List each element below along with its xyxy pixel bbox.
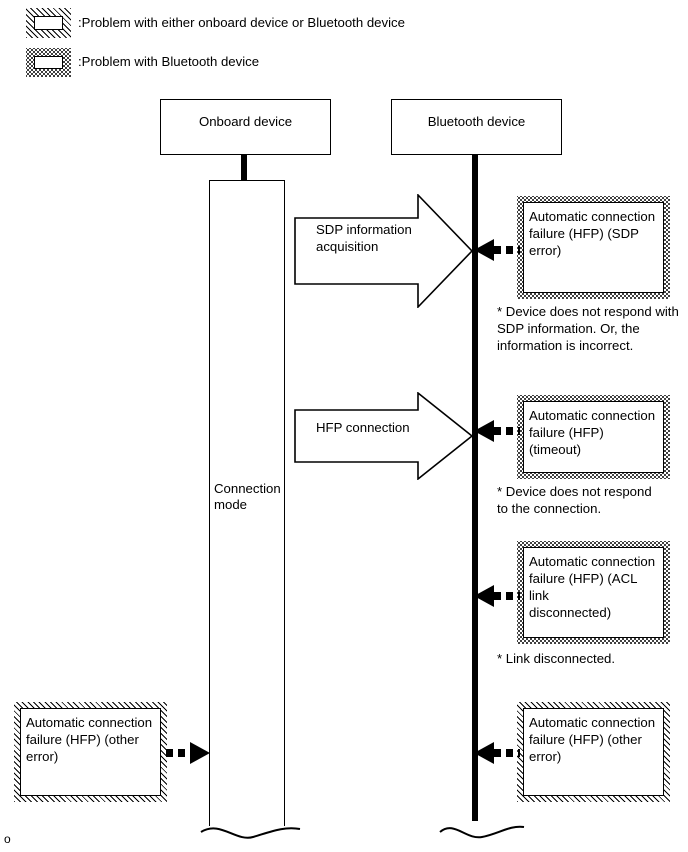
error-box-sdp-error-text: Automatic connection failure (HFP) (SDP … <box>523 202 664 293</box>
lifeline-header-onboard-device-label: Onboard device <box>198 114 293 129</box>
legend-swatch-dotted <box>26 48 71 77</box>
dashed-arrow-other-error-right <box>474 740 522 766</box>
dashed-arrow-acl-link-disconnected <box>474 583 522 609</box>
corner-mark: o <box>4 832 11 846</box>
error-box-other-right-line3: error) <box>529 749 562 764</box>
note-timeout-line1: * Device does not respond <box>497 484 652 499</box>
error-box-other-left-line3: error) <box>26 749 59 764</box>
legend-label-dotted: :Problem with Bluetooth device <box>78 54 260 69</box>
activation-label-line2: mode <box>214 497 247 512</box>
note-acl-link: * Link disconnected. <box>497 650 687 667</box>
dashed-arrow-timeout <box>474 418 522 444</box>
error-box-other-left-line2: failure (HFP) (other <box>26 732 139 747</box>
error-box-other-error-right-text: Automatic connection failure (HFP) (othe… <box>523 708 664 796</box>
legend-label-hatched: :Problem with either onboard device or B… <box>78 15 405 30</box>
message-arrow-sdp-label: SDP information acquisition <box>316 221 426 255</box>
note-sdp-line2: SDP information. Or, the <box>497 321 640 336</box>
note-sdp-line1: * Device does not respond with <box>497 304 679 319</box>
note-sdp-line3: information is incorrect. <box>497 338 634 353</box>
error-box-other-error-left-text: Automatic connection failure (HFP) (othe… <box>20 708 161 796</box>
lifeline-header-bluetooth-device-label: Bluetooth device <box>427 114 526 129</box>
error-box-acl-line3: disconnected) <box>529 605 612 620</box>
error-box-sdp-line1: Automatic connection <box>529 209 656 224</box>
dashed-arrow-sdp-error <box>474 237 522 263</box>
error-box-other-error-right[interactable]: Automatic connection failure (HFP) (othe… <box>517 702 670 802</box>
error-box-acl-text: Automatic connection failure (HFP) (ACL … <box>523 547 664 638</box>
error-box-acl-line1: Automatic connection <box>529 554 656 569</box>
activation-label-line1: Connection <box>214 481 281 496</box>
bluetooth-lifeline <box>472 155 478 821</box>
onboard-lifeline-stub <box>241 155 247 181</box>
error-box-timeout-text: Automatic connection failure (HFP) (time… <box>523 401 664 473</box>
legend-swatch-dotted-inner <box>34 56 63 69</box>
lifeline-header-onboard-device[interactable]: Onboard device <box>160 99 331 155</box>
activation-bar-connection-mode[interactable] <box>209 180 285 826</box>
bluetooth-lifeline-break-wave <box>432 812 532 846</box>
error-box-sdp-line2: failure (HFP) (SDP <box>529 226 639 241</box>
error-box-other-right-line1: Automatic connection <box>529 715 656 730</box>
message-arrow-hfp-label: HFP connection <box>316 419 436 436</box>
error-box-timeout[interactable]: Automatic connection failure (HFP) (time… <box>517 395 670 479</box>
activation-bar-connection-mode-label: Connection mode <box>214 481 284 513</box>
activation-bar-break-wave <box>196 812 306 846</box>
legend-swatch-hatched <box>26 8 71 38</box>
note-sdp-information: * Device does not respond with SDP infor… <box>497 303 687 354</box>
message-sdp-line1: SDP information <box>316 222 412 237</box>
error-box-timeout-line2: failure (HFP) (timeout) <box>529 425 604 457</box>
note-timeout-line2: to the connection. <box>497 501 602 516</box>
note-acl-line1: * Link disconnected. <box>497 651 616 666</box>
error-box-timeout-line1: Automatic connection <box>529 408 656 423</box>
error-box-sdp-line3: error) <box>529 243 562 258</box>
message-arrow-sdp-information-acquisition[interactable]: SDP information acquisition <box>294 194 474 308</box>
lifeline-header-bluetooth-device[interactable]: Bluetooth device <box>391 99 562 155</box>
message-sdp-line2: acquisition <box>316 239 379 254</box>
message-hfp-line1: HFP connection <box>316 420 410 435</box>
error-box-acl-link-disconnected[interactable]: Automatic connection failure (HFP) (ACL … <box>517 541 670 644</box>
note-timeout: * Device does not respond to the connect… <box>497 483 687 517</box>
error-box-other-right-line2: failure (HFP) (other <box>529 732 642 747</box>
error-box-other-error-left[interactable]: Automatic connection failure (HFP) (othe… <box>14 702 167 802</box>
error-box-acl-line2: failure (HFP) (ACL link <box>529 571 637 603</box>
dashed-arrow-other-error-left <box>164 740 212 766</box>
legend-swatch-hatched-inner <box>34 16 63 30</box>
error-box-sdp-error[interactable]: Automatic connection failure (HFP) (SDP … <box>517 196 670 299</box>
error-box-other-left-line1: Automatic connection <box>26 715 153 730</box>
message-arrow-hfp-connection[interactable]: HFP connection <box>294 392 474 480</box>
